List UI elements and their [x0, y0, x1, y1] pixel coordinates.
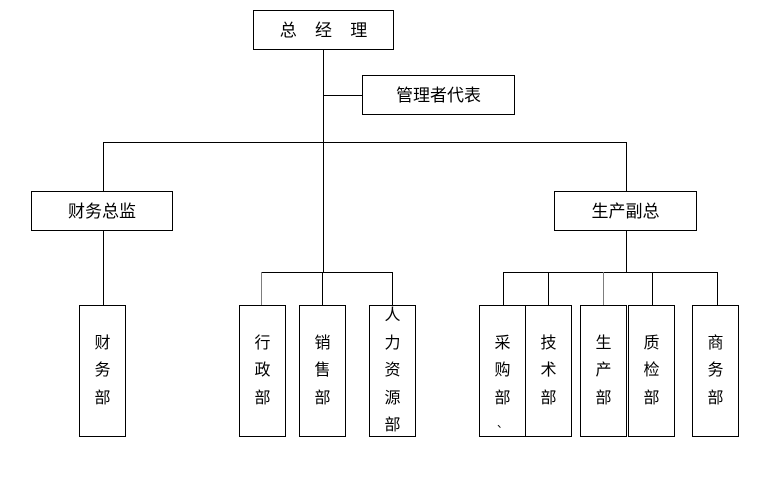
connector-middle-bus — [261, 272, 393, 273]
connector-production-vp-down — [626, 230, 627, 272]
node-hr-department-label: 人力资源部 — [384, 307, 401, 435]
node-finance-director-label: 财务总监 — [68, 201, 136, 221]
connector-finance-director-to-dept — [103, 230, 104, 305]
connector-drop-business — [717, 272, 718, 305]
node-finance-director[interactable]: 财务总监 — [31, 191, 173, 231]
node-quality-department-label: 质检部 — [643, 334, 660, 407]
connector-drop-sales — [322, 272, 323, 305]
node-admin-department[interactable]: 行政部 — [239, 305, 286, 437]
node-technology-department[interactable]: 技术部 — [525, 305, 572, 437]
node-management-representative[interactable]: 管理者代表 — [362, 75, 515, 115]
node-technology-department-label: 技术部 — [540, 334, 557, 407]
stray-punctuation-artifact: 、 — [497, 418, 508, 430]
node-hr-department[interactable]: 人力资源部 — [369, 305, 416, 437]
node-production-department[interactable]: 生产部 — [580, 305, 627, 437]
connector-drop-hr — [392, 272, 393, 305]
node-sales-department-label: 销售部 — [314, 334, 331, 407]
connector-management-rep — [323, 95, 362, 96]
node-quality-department[interactable]: 质检部 — [628, 305, 675, 437]
node-business-department[interactable]: 商务部 — [692, 305, 739, 437]
node-production-vp-label: 生产副总 — [591, 201, 660, 221]
node-general-manager[interactable]: 总 经 理 — [253, 10, 394, 50]
connector-drop-finance-director — [103, 142, 104, 191]
node-purchasing-department-label: 采购部 — [494, 334, 511, 407]
connector-level2-bus — [103, 142, 627, 143]
node-business-department-label: 商务部 — [707, 334, 724, 407]
node-purchasing-department[interactable]: 采购部 — [479, 305, 526, 437]
node-finance-department-label: 财务部 — [94, 334, 111, 407]
node-finance-department[interactable]: 财务部 — [79, 305, 126, 437]
connector-drop-purchasing — [503, 272, 504, 305]
connector-drop-production-dept — [603, 272, 604, 305]
node-general-manager-label: 总 经 理 — [279, 20, 375, 40]
connector-drop-technology — [548, 272, 549, 305]
node-management-representative-label: 管理者代表 — [396, 85, 481, 105]
node-production-vp[interactable]: 生产副总 — [554, 191, 697, 231]
connector-drop-production-vp — [626, 142, 627, 191]
connector-right-bus — [503, 272, 718, 273]
node-sales-department[interactable]: 销售部 — [299, 305, 346, 437]
connector-spine-main — [323, 50, 324, 272]
node-production-department-label: 生产部 — [595, 334, 612, 407]
connector-drop-quality — [652, 272, 653, 305]
connector-drop-admin — [261, 272, 262, 305]
node-admin-department-label: 行政部 — [254, 334, 271, 407]
